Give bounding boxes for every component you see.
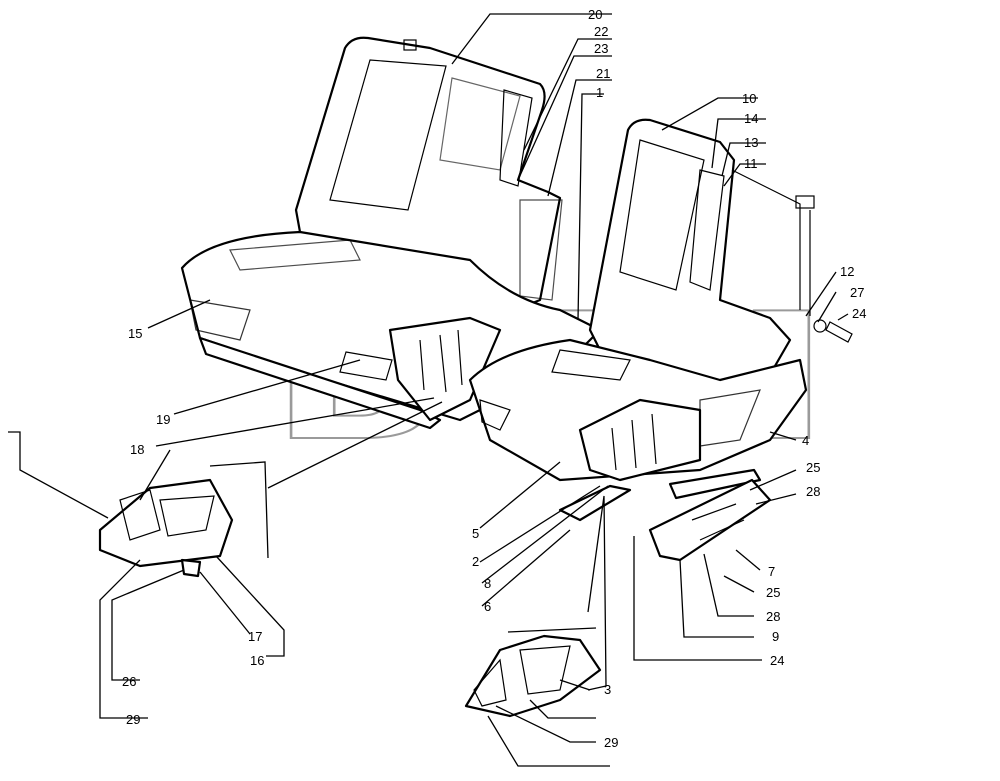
label-10: 10 [742,91,756,106]
label-19: 19 [156,412,170,427]
label-25b: 25 [766,585,780,600]
label-15: 15 [128,326,142,341]
label-5: 5 [472,526,479,541]
label-28a: 28 [806,484,820,499]
label-24a: 24 [852,306,866,321]
detail-bottom [464,634,602,718]
label-9: 9 [772,629,779,644]
label-27: 27 [850,285,864,300]
seat-slide-rail [558,484,632,522]
right-seat [468,118,853,562]
backrest-frame [731,169,811,316]
left-seat-base-rail [198,336,442,430]
left-seat-backrest [294,36,562,310]
label-3: 3 [604,682,611,697]
part-number-labels: 20 22 23 21 1 10 14 13 11 12 27 24 15 19… [122,7,866,750]
slide-guide [648,478,772,562]
label-2: 2 [472,554,479,569]
label-29b: 29 [604,735,618,750]
label-6: 6 [484,599,491,614]
label-26: 26 [122,674,136,689]
leader-lines [8,13,849,767]
label-25a: 25 [806,460,820,475]
label-1: 1 [596,85,603,100]
label-22: 22 [594,24,608,39]
label-14: 14 [744,111,758,126]
right-seat-backrest [588,118,792,394]
label-13: 13 [744,135,758,150]
label-28b: 28 [766,609,780,624]
label-12: 12 [840,264,854,279]
label-23: 23 [594,41,608,56]
label-20: 20 [588,7,602,22]
label-21: 21 [596,66,610,81]
label-7: 7 [768,564,775,579]
label-8: 8 [484,576,491,591]
label-18: 18 [130,442,144,457]
bolt-icon [825,321,853,343]
label-11: 11 [744,156,758,171]
label-29a: 29 [126,712,140,727]
label-4: 4 [802,433,809,448]
detail-left [98,478,234,578]
washer-icon [813,319,827,333]
label-16: 16 [250,653,264,668]
label-17: 17 [248,629,262,644]
label-24b: 24 [770,653,784,668]
